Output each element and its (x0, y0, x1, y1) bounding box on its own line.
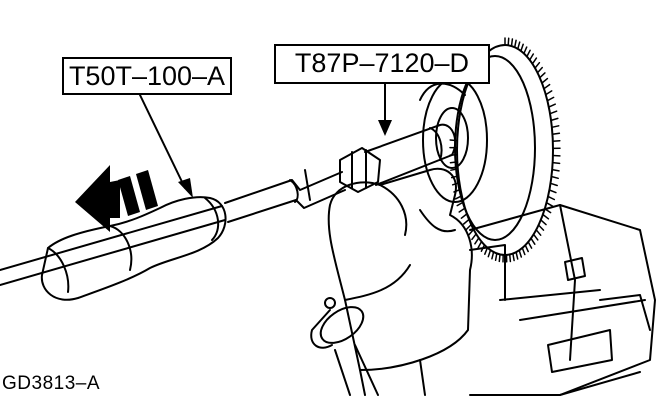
vise-jaw (327, 167, 473, 396)
pull-direction-arrow (75, 165, 158, 232)
leader-line-tool1 (139, 94, 186, 189)
arrow-head-tool1 (178, 178, 193, 198)
figure-id: GD3813–A (2, 373, 101, 394)
arrow-head-tool2 (378, 120, 392, 136)
gear-teeth-marks (449, 37, 561, 263)
slide-hammer-handle (40, 196, 227, 301)
bench-vise (469, 204, 656, 396)
slide-hammer-rod (0, 169, 346, 286)
adapter-shaft (339, 123, 457, 193)
callout-tool-2: T87P–7120–D (274, 44, 490, 84)
callout-tool-1: T50T–100–A (62, 57, 232, 95)
vise-handle-knob (310, 297, 379, 396)
